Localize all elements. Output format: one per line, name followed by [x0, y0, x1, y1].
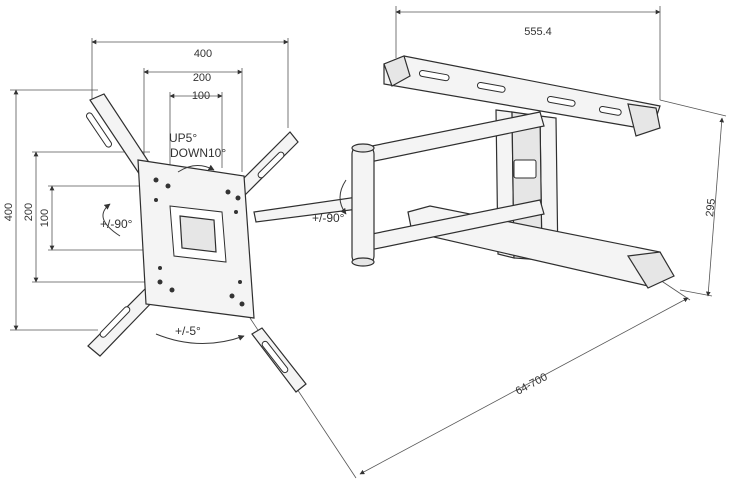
dim-label-400: 400 [194, 48, 212, 60]
tilt-indicator: UP5° DOWN10° [169, 131, 226, 173]
dimension-top-200: 200 [143, 68, 243, 172]
dim-label-295: 295 [704, 198, 718, 218]
dim-label-200: 200 [193, 72, 211, 84]
level-label: +/-5° [175, 324, 201, 338]
vesa-bracket [85, 93, 307, 393]
dimension-extension: 64-700 [249, 279, 691, 479]
dim-label-left-400: 400 [3, 203, 15, 221]
dim-label-555: 555.4 [524, 26, 552, 38]
swivel-indicator: +/-90° [312, 179, 347, 225]
dimension-left-400: 400 [3, 89, 98, 331]
level-indicator: +/-5° [155, 324, 245, 344]
tilt-up-label: UP5° [169, 131, 197, 145]
dim-label-100: 100 [192, 90, 210, 102]
tilt-down-label: DOWN10° [170, 146, 226, 160]
dimension-top-100: 100 [169, 90, 223, 168]
dim-label-left-100: 100 [39, 209, 51, 227]
dimension-top-400: 400 [91, 38, 289, 128]
dimension-left-200: 200 [23, 151, 150, 283]
rotate-indicator: +/-90° [100, 203, 133, 237]
swivel-label: +/-90° [312, 211, 345, 225]
dimension-left-100: 100 [39, 185, 150, 251]
wall-plate-assembly [383, 55, 675, 289]
dim-label-left-200: 200 [23, 203, 35, 221]
rotate-label: +/-90° [100, 217, 133, 231]
dim-label-64-700: 64-700 [514, 371, 550, 398]
dimension-arm-span: 555.4 [395, 6, 661, 100]
articulating-arms [253, 111, 545, 267]
dimension-depth: 295 [659, 99, 727, 297]
